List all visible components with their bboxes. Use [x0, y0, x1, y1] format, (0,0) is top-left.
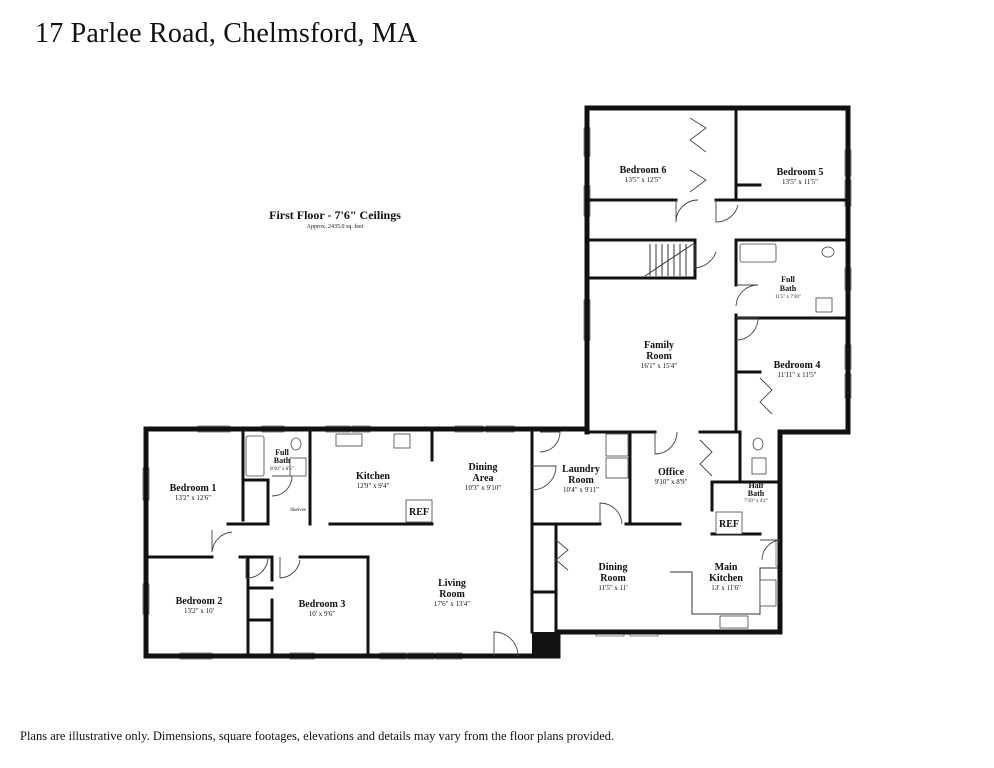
living-name1: Living: [438, 578, 466, 589]
doors: [211, 117, 781, 657]
dining-area-name1: Dining: [469, 462, 498, 473]
stairs: [644, 243, 694, 277]
toilet-right: [821, 246, 835, 258]
fullbath-right-dim: 11'5" x 7'10": [775, 295, 801, 300]
fixtures: [245, 243, 835, 629]
office-dim: 9'10" x 8'9": [655, 478, 688, 486]
kitchen-name: Kitchen: [356, 471, 390, 482]
bathtub-left: [245, 435, 265, 477]
bedroom2-name: Bedroom 2: [176, 596, 223, 607]
toilet-half: [752, 437, 764, 451]
bedroom5-name: Bedroom 5: [777, 167, 824, 178]
laundry-dim: 10'4" x 9'11": [563, 486, 599, 494]
office-name: Office: [658, 467, 685, 478]
dining-room-name1: Dining: [599, 562, 628, 573]
laundry-name1: Laundry: [562, 464, 600, 475]
family-name1: Family: [644, 340, 674, 351]
dining-area-name2: Area: [473, 473, 494, 484]
bedroom5-dim: 13'5" x 11'5": [782, 178, 818, 186]
bedroom2-dim: 13'2" x 10': [184, 607, 214, 615]
ref-box-2: [715, 511, 743, 535]
bedroom6-dim: 13'5" x 12'5": [625, 176, 661, 184]
bedroom4-name: Bedroom 4: [774, 360, 821, 371]
fullbath-right-name1: Full: [781, 275, 796, 284]
shelves-label: Shelves: [290, 508, 306, 513]
laundry-name2: Room: [568, 475, 594, 486]
kitchen-dim: 12'9" x 9'4": [357, 482, 390, 490]
main-kitchen-sink: [719, 615, 749, 629]
disclaimer-text: Plans are illustrative only. Dimensions,…: [20, 729, 615, 743]
sink-half: [751, 457, 767, 475]
dining-area-dim: 10'3" x 9'10": [465, 484, 501, 492]
fullbath-left-name1: Full: [275, 448, 290, 457]
dining-room-dim: 11'5" x 11': [598, 584, 627, 592]
floor-label: First Floor - 7'6" Ceilings Approx. 2435…: [230, 208, 440, 230]
halfbath-name2: Bath: [748, 489, 765, 498]
chimney: [532, 632, 560, 658]
main-kitchen-name1: Main: [715, 562, 738, 573]
living-dim: 17'6" x 13'4": [434, 600, 470, 608]
exterior-walls: [143, 105, 851, 659]
dining-room-name2: Room: [600, 573, 626, 584]
ref-label-2: REF: [719, 519, 739, 530]
room-labels: Bedroom 6 13'5" x 12'5" Bedroom 5 13'5" …: [170, 165, 824, 618]
fullbath-left-dim: 8'10" x 6'5": [270, 467, 293, 472]
bathtub-right: [739, 243, 777, 263]
floor-area: Approx. 2435.0 sq. feet: [306, 224, 364, 230]
stove-kitchen: [393, 433, 411, 449]
listing-address-title: 17 Parlee Road, Chelmsford, MA: [35, 18, 418, 49]
fullbath-right-name2: Bath: [780, 284, 797, 293]
bedroom3-dim: 10' x 9'6": [309, 610, 336, 618]
main-kitchen-name2: Kitchen: [709, 573, 743, 584]
bedroom1-dim: 13'2" x 12'6": [175, 494, 211, 502]
ref-box-1: [405, 499, 433, 523]
bedroom6-name: Bedroom 6: [620, 165, 667, 176]
halfbath-name1: Half: [748, 481, 763, 490]
sink-left: [289, 457, 307, 477]
sink-right: [815, 297, 833, 313]
interior-walls: [144, 106, 850, 658]
kitchen-sink: [335, 433, 363, 447]
washer: [605, 433, 629, 457]
family-dim: 16'1" x 15'4": [641, 362, 677, 370]
family-name2: Room: [646, 351, 672, 362]
fullbath-left-name2: Bath: [274, 456, 291, 465]
main-kitchen-stove: [759, 579, 777, 607]
main-kitchen-dim: 13' x 11'6": [711, 584, 741, 592]
halfbath-dim: 7'10" x 4'2": [744, 499, 767, 504]
bedroom4-dim: 11'11" x 11'5": [778, 371, 817, 379]
toilet-left: [290, 437, 302, 451]
floor-title: First Floor - 7'6" Ceilings: [269, 208, 401, 222]
ref-label-1: REF: [409, 507, 429, 518]
bedroom3-name: Bedroom 3: [299, 599, 346, 610]
dryer: [605, 457, 629, 479]
bedroom1-name: Bedroom 1: [170, 483, 217, 494]
living-name2: Room: [439, 589, 465, 600]
